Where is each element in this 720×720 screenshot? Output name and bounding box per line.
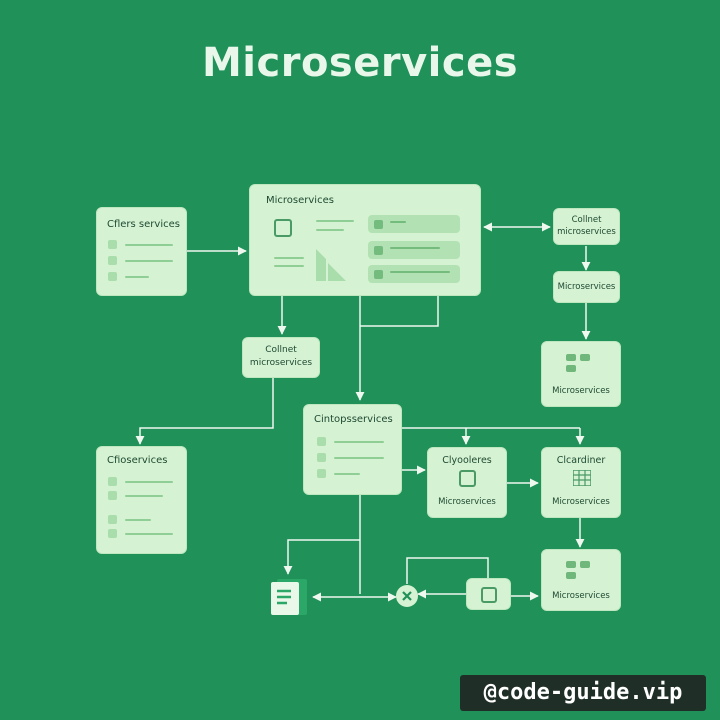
close-icon (396, 585, 418, 607)
document-icon (271, 579, 307, 615)
microservices-right-box[interactable]: Microservices (553, 271, 620, 303)
cintops-services-box[interactable]: Cintopsservices (303, 404, 402, 495)
clcardiner-box[interactable]: Clcardiner Microservices (541, 447, 621, 518)
cfio-services-label: Cfioservices (107, 455, 168, 466)
cintops-services-label: Cintopsservices (314, 414, 393, 425)
clyooleres-sub-label: Microservices (438, 497, 496, 507)
microservices-bottom-label: Microservices (552, 591, 610, 601)
client-top-label: Collnet microservices (557, 215, 616, 237)
client-top-box[interactable]: Collnet microservices (553, 208, 620, 245)
small-service-box[interactable] (466, 578, 511, 610)
main-microservices-label: Microservices (266, 195, 334, 206)
chart-icon (316, 249, 346, 281)
grid-icon (573, 470, 591, 486)
client-mid-box[interactable]: Collnet microservices (242, 337, 320, 378)
offers-services-label: Cflers services (107, 219, 180, 230)
microservices-right2-box[interactable]: Microservices (541, 341, 621, 407)
clyooleres-box[interactable]: Clyooleres Microservices (427, 447, 507, 518)
service-icon (481, 587, 497, 603)
clyooleres-label: Clyooleres (442, 455, 492, 466)
diagram-title: Microservices (201, 40, 519, 86)
main-microservices-box[interactable]: Microservices (249, 184, 481, 296)
cfio-services-box[interactable]: Cfioservices (96, 446, 187, 554)
client-mid-label: Collnet microservices (249, 345, 313, 368)
offers-services-box[interactable]: Cflers services (96, 207, 187, 296)
microservices-right-label: Microservices (557, 282, 616, 292)
microservices-bottom-box[interactable]: Microservices (541, 549, 621, 611)
clcardiner-label: Clcardiner (556, 455, 606, 466)
service-icon (274, 219, 292, 237)
watermark: @code-guide.vip (460, 675, 706, 711)
clcardiner-sub-label: Microservices (552, 497, 610, 507)
microservices-right2-label: Microservices (552, 386, 610, 396)
checkbox-icon (459, 470, 476, 487)
